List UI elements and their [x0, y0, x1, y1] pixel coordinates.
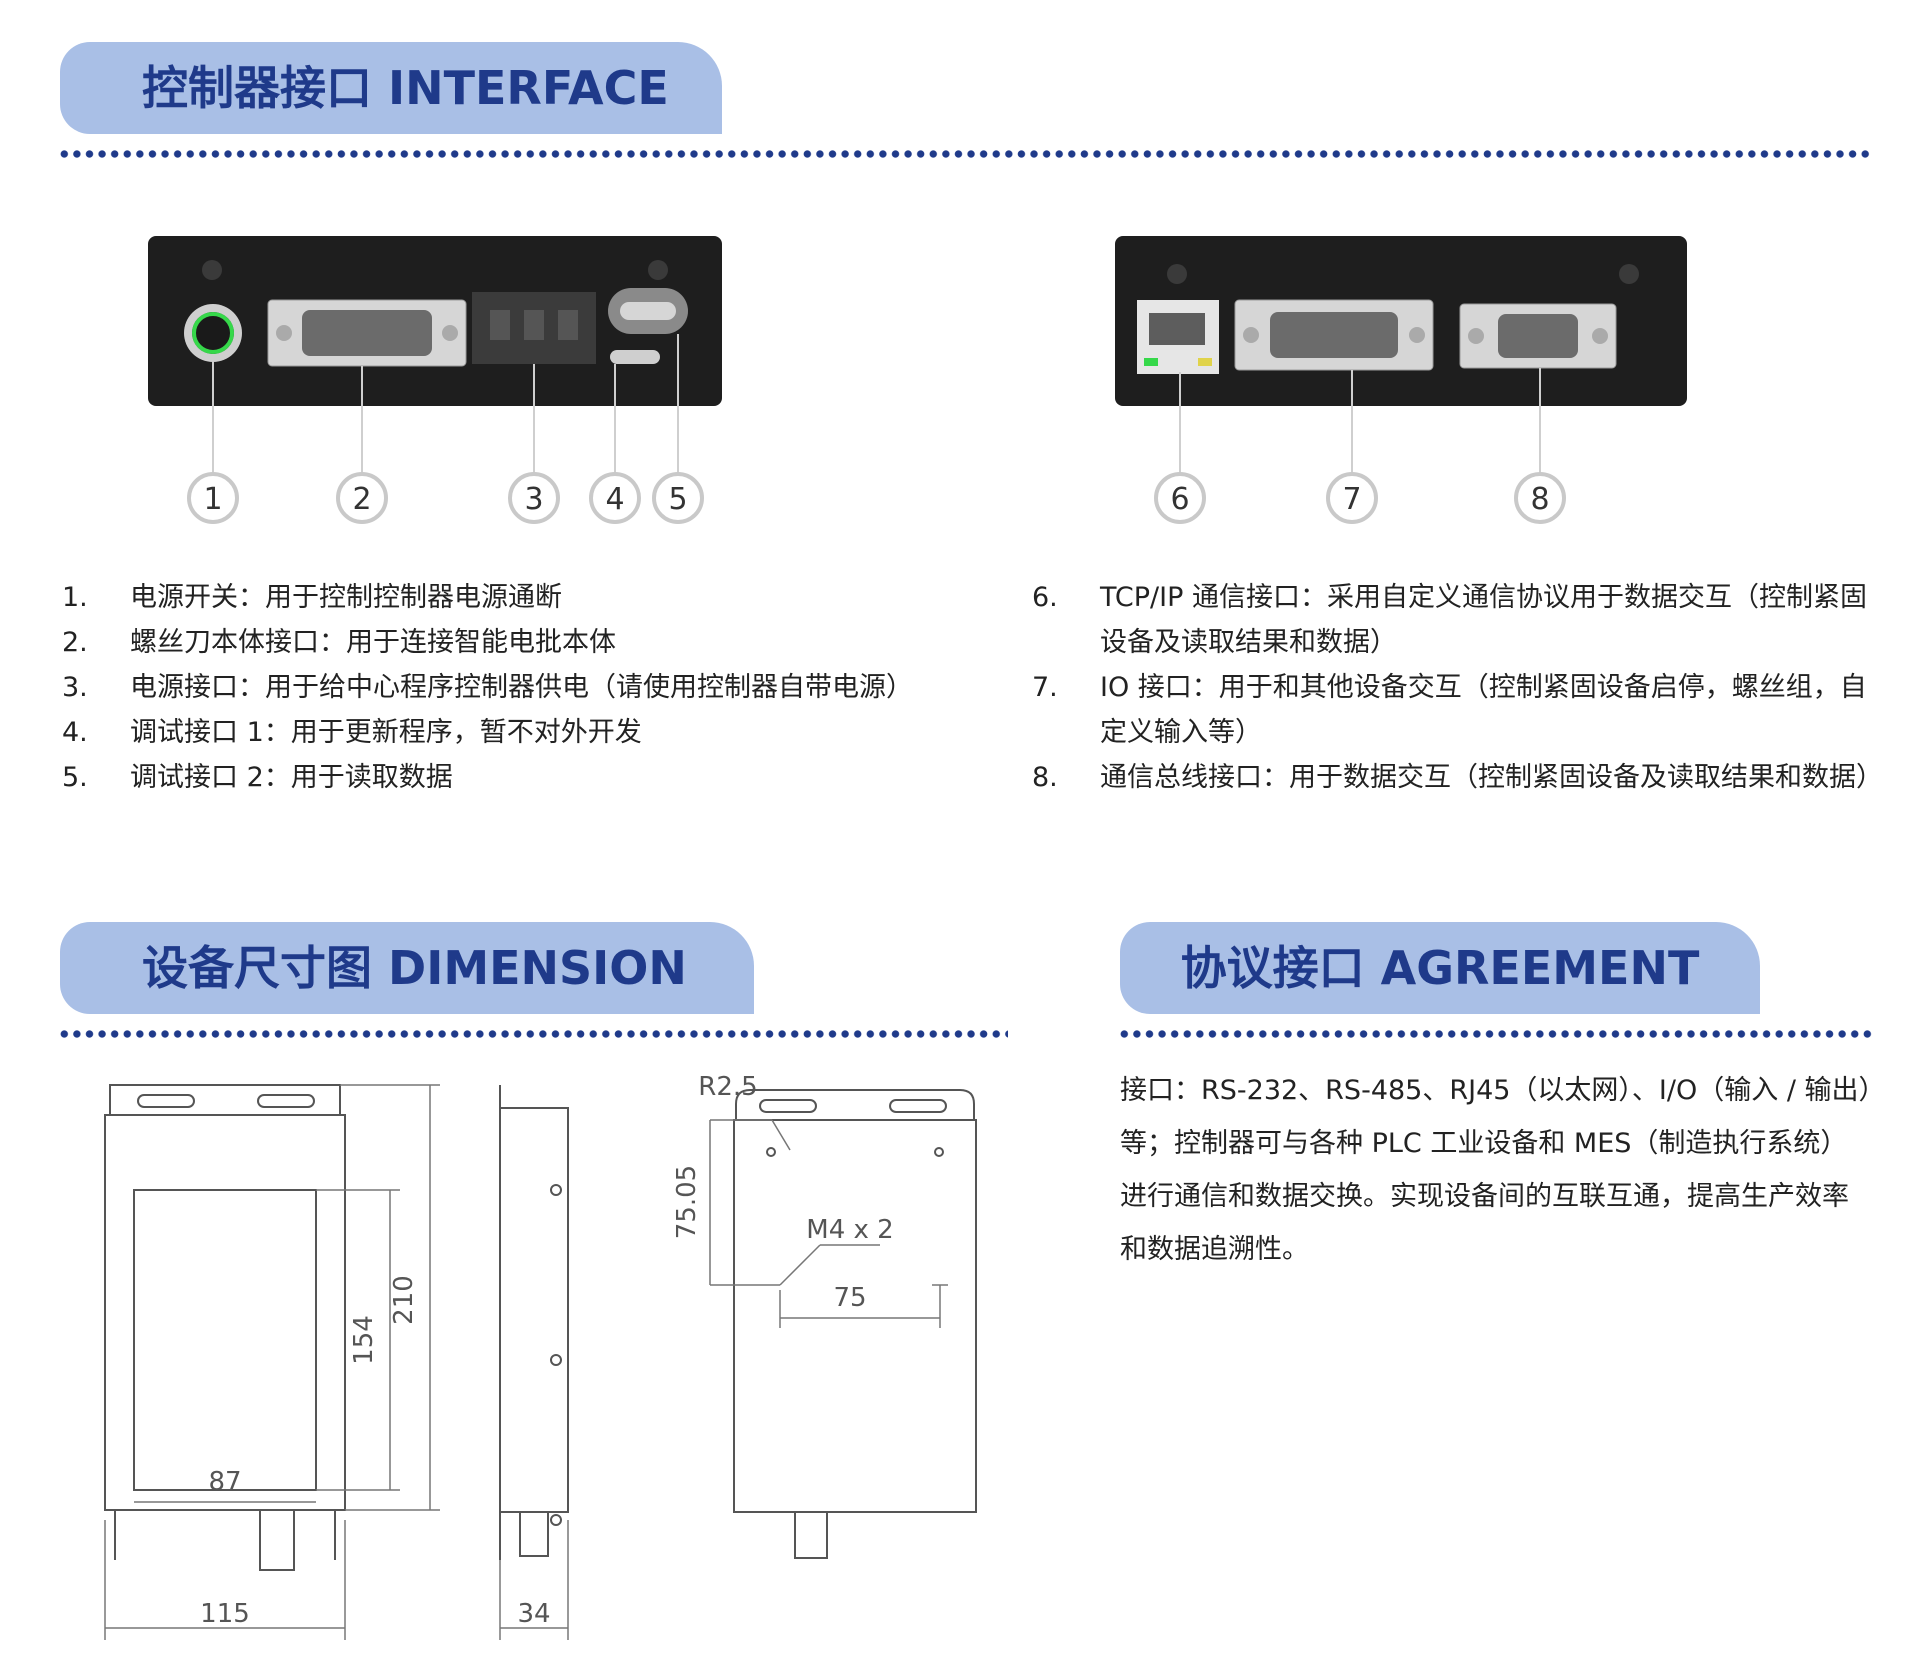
callout-6: 6 [1170, 482, 1189, 517]
list-item: 7.IO 接口：用于和其他设备交互（控制紧固设备启停，螺丝组，自定义输入等） [1032, 672, 1867, 748]
dim-label-87: 87 [208, 1467, 241, 1497]
interface-left-list: 1.电源开关：用于控制控制器电源通断 2.螺丝刀本体接口：用于连接智能电批本体 … [60, 575, 990, 800]
dimension-divider [58, 1030, 1008, 1038]
agreement-description: 接口：RS-232、RS-485、RJ45（以太网）、I/O（输入 / 输出）等… [1120, 1075, 1873, 1265]
dim-label-115: 115 [200, 1599, 250, 1629]
usb-c-port-icon [610, 350, 660, 364]
dim-label-m4: M4 x 2 [806, 1215, 893, 1245]
callout-5: 5 [668, 482, 687, 517]
usb-b-port-icon [608, 288, 688, 334]
controller-front-panel: 1 2 3 4 5 [148, 236, 722, 524]
callout-1: 1 [203, 482, 222, 517]
dim-label-75-05: 75.05 [672, 1165, 702, 1239]
db15-io-port-icon [1234, 299, 1434, 371]
dimension-drawing: 87 115 154 210 34 R2.5 75.05 M4 x 2 75 [104, 1072, 977, 1640]
agreement-section-tab: 协议接口 AGREEMENT [1120, 922, 1760, 1014]
list-item: 1.电源开关：用于控制控制器电源通断 [62, 582, 562, 613]
callout-4: 4 [605, 482, 624, 517]
list-item: 3.电源接口：用于给中心程序控制器供电（请使用控制器自带电源） [62, 672, 913, 703]
list-item: 5.调试接口 2：用于读取数据 [62, 762, 453, 793]
callout-8: 8 [1530, 482, 1549, 517]
dimension-title: 设备尺寸图 DIMENSION [142, 941, 687, 995]
dim-label-210: 210 [389, 1275, 419, 1325]
list-item: 8.通信总线接口：用于数据交互（控制紧固设备及读取结果和数据） [1032, 762, 1883, 793]
interface-right-list: 6.TCP/IP 通信接口：采用自定义通信协议用于数据交互（控制紧固设备及读取结… [1030, 575, 1883, 800]
dim-label-34: 34 [517, 1599, 550, 1629]
db9-bus-port-icon [1459, 303, 1617, 369]
interface-section-tab: 控制器接口 INTERFACE [60, 42, 722, 134]
dimension-section-tab: 设备尺寸图 DIMENSION [60, 922, 754, 1014]
rj45-port-icon [1137, 300, 1219, 374]
db25-port-icon [267, 299, 467, 367]
power-switch-icon [184, 304, 242, 362]
dim-label-154: 154 [349, 1315, 379, 1365]
callout-7: 7 [1342, 482, 1361, 517]
power-terminal-icon [472, 292, 596, 364]
callout-3: 3 [524, 482, 543, 517]
dim-label-75: 75 [833, 1283, 866, 1313]
interface-divider [58, 150, 1872, 158]
interface-title: 控制器接口 INTERFACE [142, 61, 669, 115]
dim-label-r25: R2.5 [698, 1072, 757, 1102]
list-item: 6.TCP/IP 通信接口：采用自定义通信协议用于数据交互（控制紧固设备及读取结… [1032, 582, 1867, 658]
controller-rear-panel: 6 7 8 [1115, 236, 1687, 524]
agreement-divider [1118, 1030, 1872, 1038]
list-item: 4.调试接口 1：用于更新程序，暂不对外开发 [62, 717, 642, 748]
agreement-title: 协议接口 AGREEMENT [1180, 941, 1700, 995]
callout-2: 2 [352, 482, 371, 517]
list-item: 2.螺丝刀本体接口：用于连接智能电批本体 [62, 627, 616, 658]
